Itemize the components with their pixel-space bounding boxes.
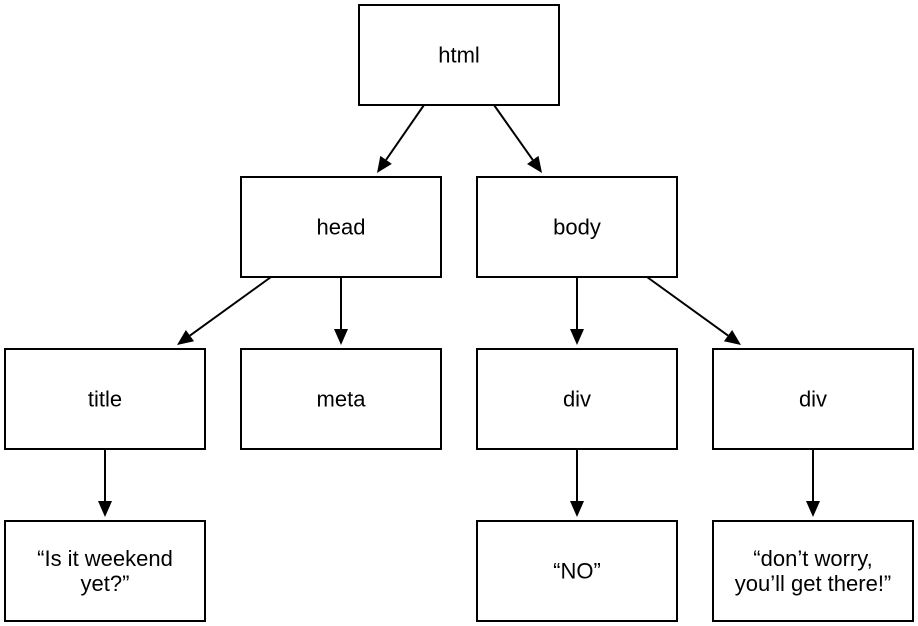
edge-line bbox=[646, 276, 729, 337]
node-box bbox=[4, 520, 206, 622]
arrowhead-icon bbox=[334, 329, 348, 345]
node-box bbox=[712, 348, 914, 450]
edge-html-to-body bbox=[493, 104, 542, 173]
node-box bbox=[476, 520, 678, 622]
arrowhead-icon bbox=[806, 501, 820, 517]
node-label: “don’t worry, bbox=[753, 546, 872, 571]
node-box bbox=[476, 176, 678, 278]
node-box bbox=[4, 348, 206, 450]
edge-body-to-div-2 bbox=[646, 276, 741, 345]
node-box bbox=[476, 348, 678, 450]
node-div-2: div bbox=[712, 348, 914, 450]
node-label: head bbox=[317, 215, 366, 240]
edge-head-to-meta bbox=[334, 277, 348, 345]
arrowhead-icon bbox=[723, 329, 741, 345]
arrowhead-icon bbox=[570, 501, 584, 517]
arrowhead-icon bbox=[570, 329, 584, 345]
node-label: div bbox=[563, 387, 591, 412]
edge-body-to-div-1 bbox=[570, 277, 584, 345]
node-label: html bbox=[438, 43, 480, 68]
edge-head-to-title bbox=[177, 276, 272, 345]
node-label: body bbox=[553, 215, 601, 240]
arrowhead-icon bbox=[527, 155, 542, 173]
node-text-dont-worry: “don’t worry,you’ll get there!” bbox=[712, 520, 914, 622]
node-box bbox=[240, 348, 442, 450]
edges-layer bbox=[98, 104, 820, 517]
node-label: you’ll get there!” bbox=[735, 571, 892, 596]
node-box bbox=[712, 520, 914, 622]
node-box bbox=[240, 176, 442, 278]
edge-title-to-text-weekend bbox=[98, 449, 112, 517]
edge-html-to-head bbox=[377, 104, 425, 173]
edge-div-1-to-text-no bbox=[570, 449, 584, 517]
arrowhead-icon bbox=[377, 155, 392, 173]
arrowhead-icon bbox=[98, 501, 112, 517]
edge-line bbox=[385, 104, 425, 161]
edge-line bbox=[493, 104, 534, 161]
nodes-layer: html head body title meta div div “Is it weeken… bbox=[4, 4, 914, 622]
edge-line bbox=[189, 276, 272, 337]
node-label: meta bbox=[317, 387, 367, 412]
node-head: head bbox=[240, 176, 442, 278]
node-box bbox=[358, 4, 560, 106]
node-label: div bbox=[799, 387, 827, 412]
node-label: yet?” bbox=[81, 571, 130, 596]
node-html: html bbox=[358, 4, 560, 106]
node-body: body bbox=[476, 176, 678, 278]
arrowhead-icon bbox=[177, 329, 195, 345]
node-meta: meta bbox=[240, 348, 442, 450]
node-text-no: “NO” bbox=[476, 520, 678, 622]
node-div-1: div bbox=[476, 348, 678, 450]
node-label: title bbox=[88, 387, 122, 412]
node-label: “Is it weekend bbox=[37, 546, 173, 571]
node-title: title bbox=[4, 348, 206, 450]
edge-div-2-to-text-dont-worry bbox=[806, 449, 820, 517]
node-label: “NO” bbox=[553, 559, 601, 584]
